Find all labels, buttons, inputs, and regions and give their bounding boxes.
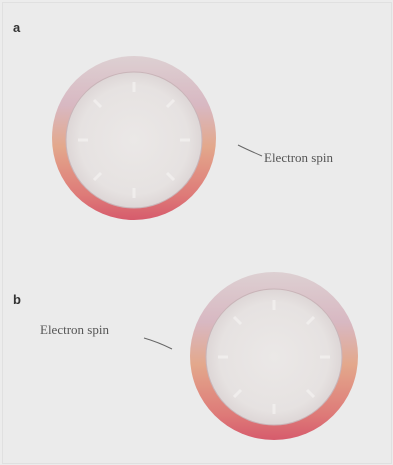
- panel-b-label: b: [13, 292, 21, 307]
- panel-a-ring: [52, 56, 216, 220]
- panel-a-leader-line: [238, 145, 262, 156]
- panel-b-leader-line: [144, 338, 172, 349]
- panel-a-callout: Electron spin: [264, 150, 333, 166]
- panel-a-label: a: [13, 20, 20, 35]
- panel-b-ring: [190, 272, 358, 440]
- panel-b-callout: Electron spin: [40, 322, 109, 338]
